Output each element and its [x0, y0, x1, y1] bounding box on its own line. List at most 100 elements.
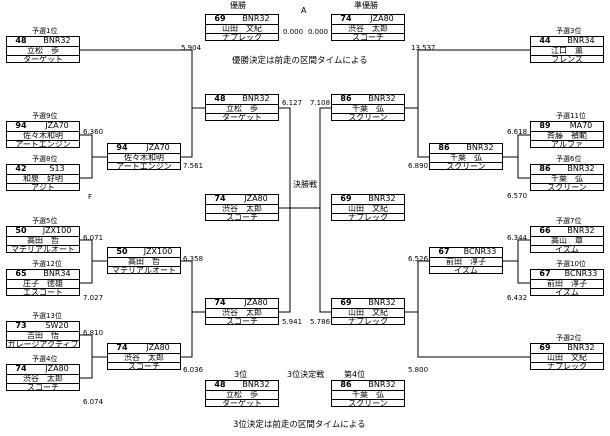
car-number: 66 [539, 226, 551, 235]
team-name: エスコート [23, 289, 63, 297]
team-name: ターゲット [222, 400, 262, 408]
car-model: BNR32 [567, 226, 595, 235]
driver-name: 吉田 悟 [27, 331, 59, 340]
team-name: アジト [31, 184, 55, 192]
line-q1 [80, 49, 205, 109]
line-q13-q4 [80, 334, 107, 379]
line-q2 [417, 312, 530, 358]
section-time-t-q6: 6.570 [507, 192, 528, 200]
section-time-t-q5: 6.071 [83, 234, 104, 242]
section-time-t-q3: 13.537 [411, 44, 436, 52]
section-time-t-finalr: 5.786 [310, 318, 331, 326]
car-number: 94 [15, 121, 27, 130]
driver-name: 山田 文紀 [348, 204, 388, 213]
car-number: 42 [15, 164, 27, 173]
driver-name: 千葉 弘 [352, 390, 384, 399]
top-time-right: 0.000 [308, 28, 329, 36]
driver-name: 千葉 弘 [450, 153, 482, 162]
team-name: スコーチ [128, 363, 160, 371]
driver-name: 高田 哲 [27, 236, 59, 245]
driver-name: 立松 歩 [226, 390, 258, 399]
section-time-t-q13: 6.810 [83, 329, 104, 337]
driver-name: 佐々木和明 [23, 131, 63, 140]
driver-name: 前田 淳子 [547, 279, 587, 288]
driver-name: 和泉 好明 [23, 174, 63, 183]
section-time-t-q12: 7.027 [83, 294, 104, 302]
team-name: ガレージアクティブ [7, 341, 79, 349]
winner-heading: 優勝 [230, 1, 246, 10]
line-q5-q12 [80, 239, 107, 284]
car-number: 48 [214, 380, 226, 389]
fourth-heading: 第4位 [344, 370, 366, 379]
line-r2a [181, 108, 193, 158]
team-name: スクリーン [348, 400, 388, 408]
line-semi-l [279, 107, 305, 313]
qual-rank-label: 予選7位 [556, 217, 582, 225]
car-model: JZA80 [244, 298, 268, 307]
car-number: 67 [539, 269, 551, 278]
section-time-t-q4: 6.074 [83, 398, 104, 406]
driver-name: 渋谷 太郎 [222, 204, 262, 213]
third-heading: 3位 [234, 370, 248, 379]
car-number: 69 [340, 298, 352, 307]
car-model: BNR32 [242, 94, 270, 103]
car-model: JZX100 [143, 247, 173, 256]
qual-rank-label: 予選5位 [32, 217, 58, 225]
driver-name: 前田 淳子 [446, 257, 486, 266]
qual-rank-label: 予選4位 [32, 355, 58, 363]
driver-name: 渋谷 太郎 [23, 374, 63, 383]
note-bottom: 3位決定は前走の区間タイムによる [233, 420, 366, 430]
car-number: 48 [15, 36, 27, 45]
driver-name: 渋谷 太郎 [124, 353, 164, 362]
car-number: 50 [116, 247, 128, 256]
section-time-t-r2e: 6.526 [408, 255, 429, 263]
team-name: アルファ [551, 141, 583, 149]
section-time-t-semil1: 6.127 [282, 99, 303, 107]
line-semi-r [305, 107, 331, 313]
car-model: BNR32 [242, 14, 270, 23]
car-number: 89 [539, 121, 551, 130]
line-r2b [181, 260, 205, 313]
f-mark: F [88, 193, 93, 201]
driver-name: 立松 歩 [226, 104, 258, 113]
car-number: 74 [15, 364, 27, 373]
runnerup-heading: 準優勝 [354, 1, 378, 10]
car-number: 94 [116, 143, 128, 152]
car-number: 73 [15, 321, 27, 330]
section-time-t-finall: 5.941 [282, 318, 303, 326]
team-name: スコーチ [27, 384, 59, 392]
section-time-t-q1: 5.904 [181, 44, 202, 52]
driver-name: 佐々木和明 [124, 153, 164, 162]
section-time-t-q2: 5.800 [408, 366, 429, 374]
team-name: フレンズ [551, 56, 583, 64]
qual-rank-label: 予選2位 [556, 334, 582, 342]
driver-name: 江口 薫 [551, 46, 583, 55]
third-match-heading: 3位決定戦 [287, 370, 325, 379]
section-time-t-q9: 6.360 [83, 128, 104, 136]
car-model: JZA80 [370, 14, 394, 23]
car-model: S13 [49, 164, 65, 173]
driver-name: 高山 章 [551, 236, 583, 245]
qual-rank-label: 予選3位 [556, 27, 582, 35]
qual-rank-label: 予選6位 [556, 155, 582, 163]
section-time-t-r2d: 6.890 [408, 162, 429, 170]
car-number: 86 [340, 94, 352, 103]
team-name: スクリーン [446, 163, 486, 171]
car-number: 86 [438, 143, 450, 152]
car-number: 69 [340, 194, 352, 203]
team-name: イズム [555, 246, 579, 254]
